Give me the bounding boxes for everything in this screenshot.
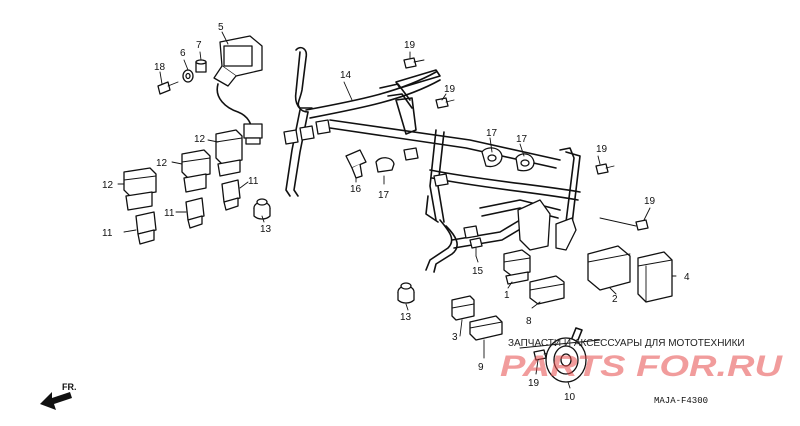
part-19-bolt-a [403,57,425,69]
part-9-module [469,315,503,341]
callout-11c: 11 [102,228,113,239]
part-18-bolt [157,81,179,95]
callout-13a: 13 [260,224,272,235]
callout-18: 18 [154,62,166,73]
part-10-horn [545,327,587,383]
callout-12b: 12 [156,158,168,169]
callout-11b: 11 [164,208,175,219]
part-19-bolt-c [595,163,615,175]
callout-6: 6 [180,48,186,59]
watermark-logo: PARTS FOR.RU [500,350,784,383]
callout-12a: 12 [194,134,206,145]
part-12-relay-a [215,129,243,177]
callout-13b: 13 [400,312,412,323]
callout-2: 2 [612,294,618,305]
part-7-collar [195,59,207,73]
callout-5: 5 [218,22,224,33]
part-11-connector-b [185,197,205,229]
part-1-relay [503,249,531,285]
front-direction-indicator: FR. [40,382,77,410]
part-2-unit [587,245,631,291]
callout-19c: 19 [596,144,608,155]
callout-10: 10 [564,392,576,403]
callout-12c: 12 [102,180,114,191]
callout-17c: 17 [378,190,390,201]
part-16-clip [345,149,367,179]
callout-17a: 17 [486,128,498,139]
callout-19a: 19 [404,40,416,51]
part-5-coil [213,35,263,145]
callout-19d: 19 [644,196,656,207]
part-11-connector-c [135,211,157,245]
part-4-ecu [637,251,673,303]
part-13-grommet-a [253,198,271,220]
arrow-icon [40,392,72,410]
callout-8: 8 [526,316,532,327]
frame-14 [283,46,581,273]
part-13-grommet-b [397,282,415,304]
callout-15: 15 [472,266,484,277]
part-12-relay-c [123,167,157,211]
callout-9: 9 [478,362,484,373]
callout-7: 7 [196,40,202,51]
part-19-bolt-d [599,217,649,231]
callout-11a: 11 [248,176,259,187]
part-17-clamp-b [481,147,503,168]
part-17-clamp-c [515,153,535,172]
callout-19b: 19 [444,84,456,95]
leader-lines [117,31,677,389]
callout-14: 14 [340,70,352,81]
diagram-code: MAJA-F4300 [654,396,708,406]
part-19-bolt-b [435,97,455,109]
callout-19e: 19 [528,378,540,389]
part-8-module [529,275,565,305]
callout-17b: 17 [516,134,528,145]
direction-label: FR. [62,382,77,392]
watermark: ЗАПЧАСТИ И АКСЕССУАРЫ ДЛЯ МОТОТЕХНИКИ PA… [500,338,784,383]
watermark-text: ЗАПЧАСТИ И АКСЕССУАРЫ ДЛЯ МОТОТЕХНИКИ [508,338,745,349]
callout-3: 3 [452,332,458,343]
part-11-connector-a [221,179,241,211]
part-12-relay-b [181,149,211,193]
part-15-bolt [469,237,483,257]
part-6-nut [182,69,194,83]
callout-4: 4 [684,272,690,283]
callout-labels: 5 6 7 18 12 12 12 11 11 11 13 14 19 19 1… [102,22,690,403]
callout-1: 1 [504,290,510,301]
part-3-connector [451,295,475,321]
part-17-clamp-a [375,157,395,173]
callout-16: 16 [350,184,362,195]
